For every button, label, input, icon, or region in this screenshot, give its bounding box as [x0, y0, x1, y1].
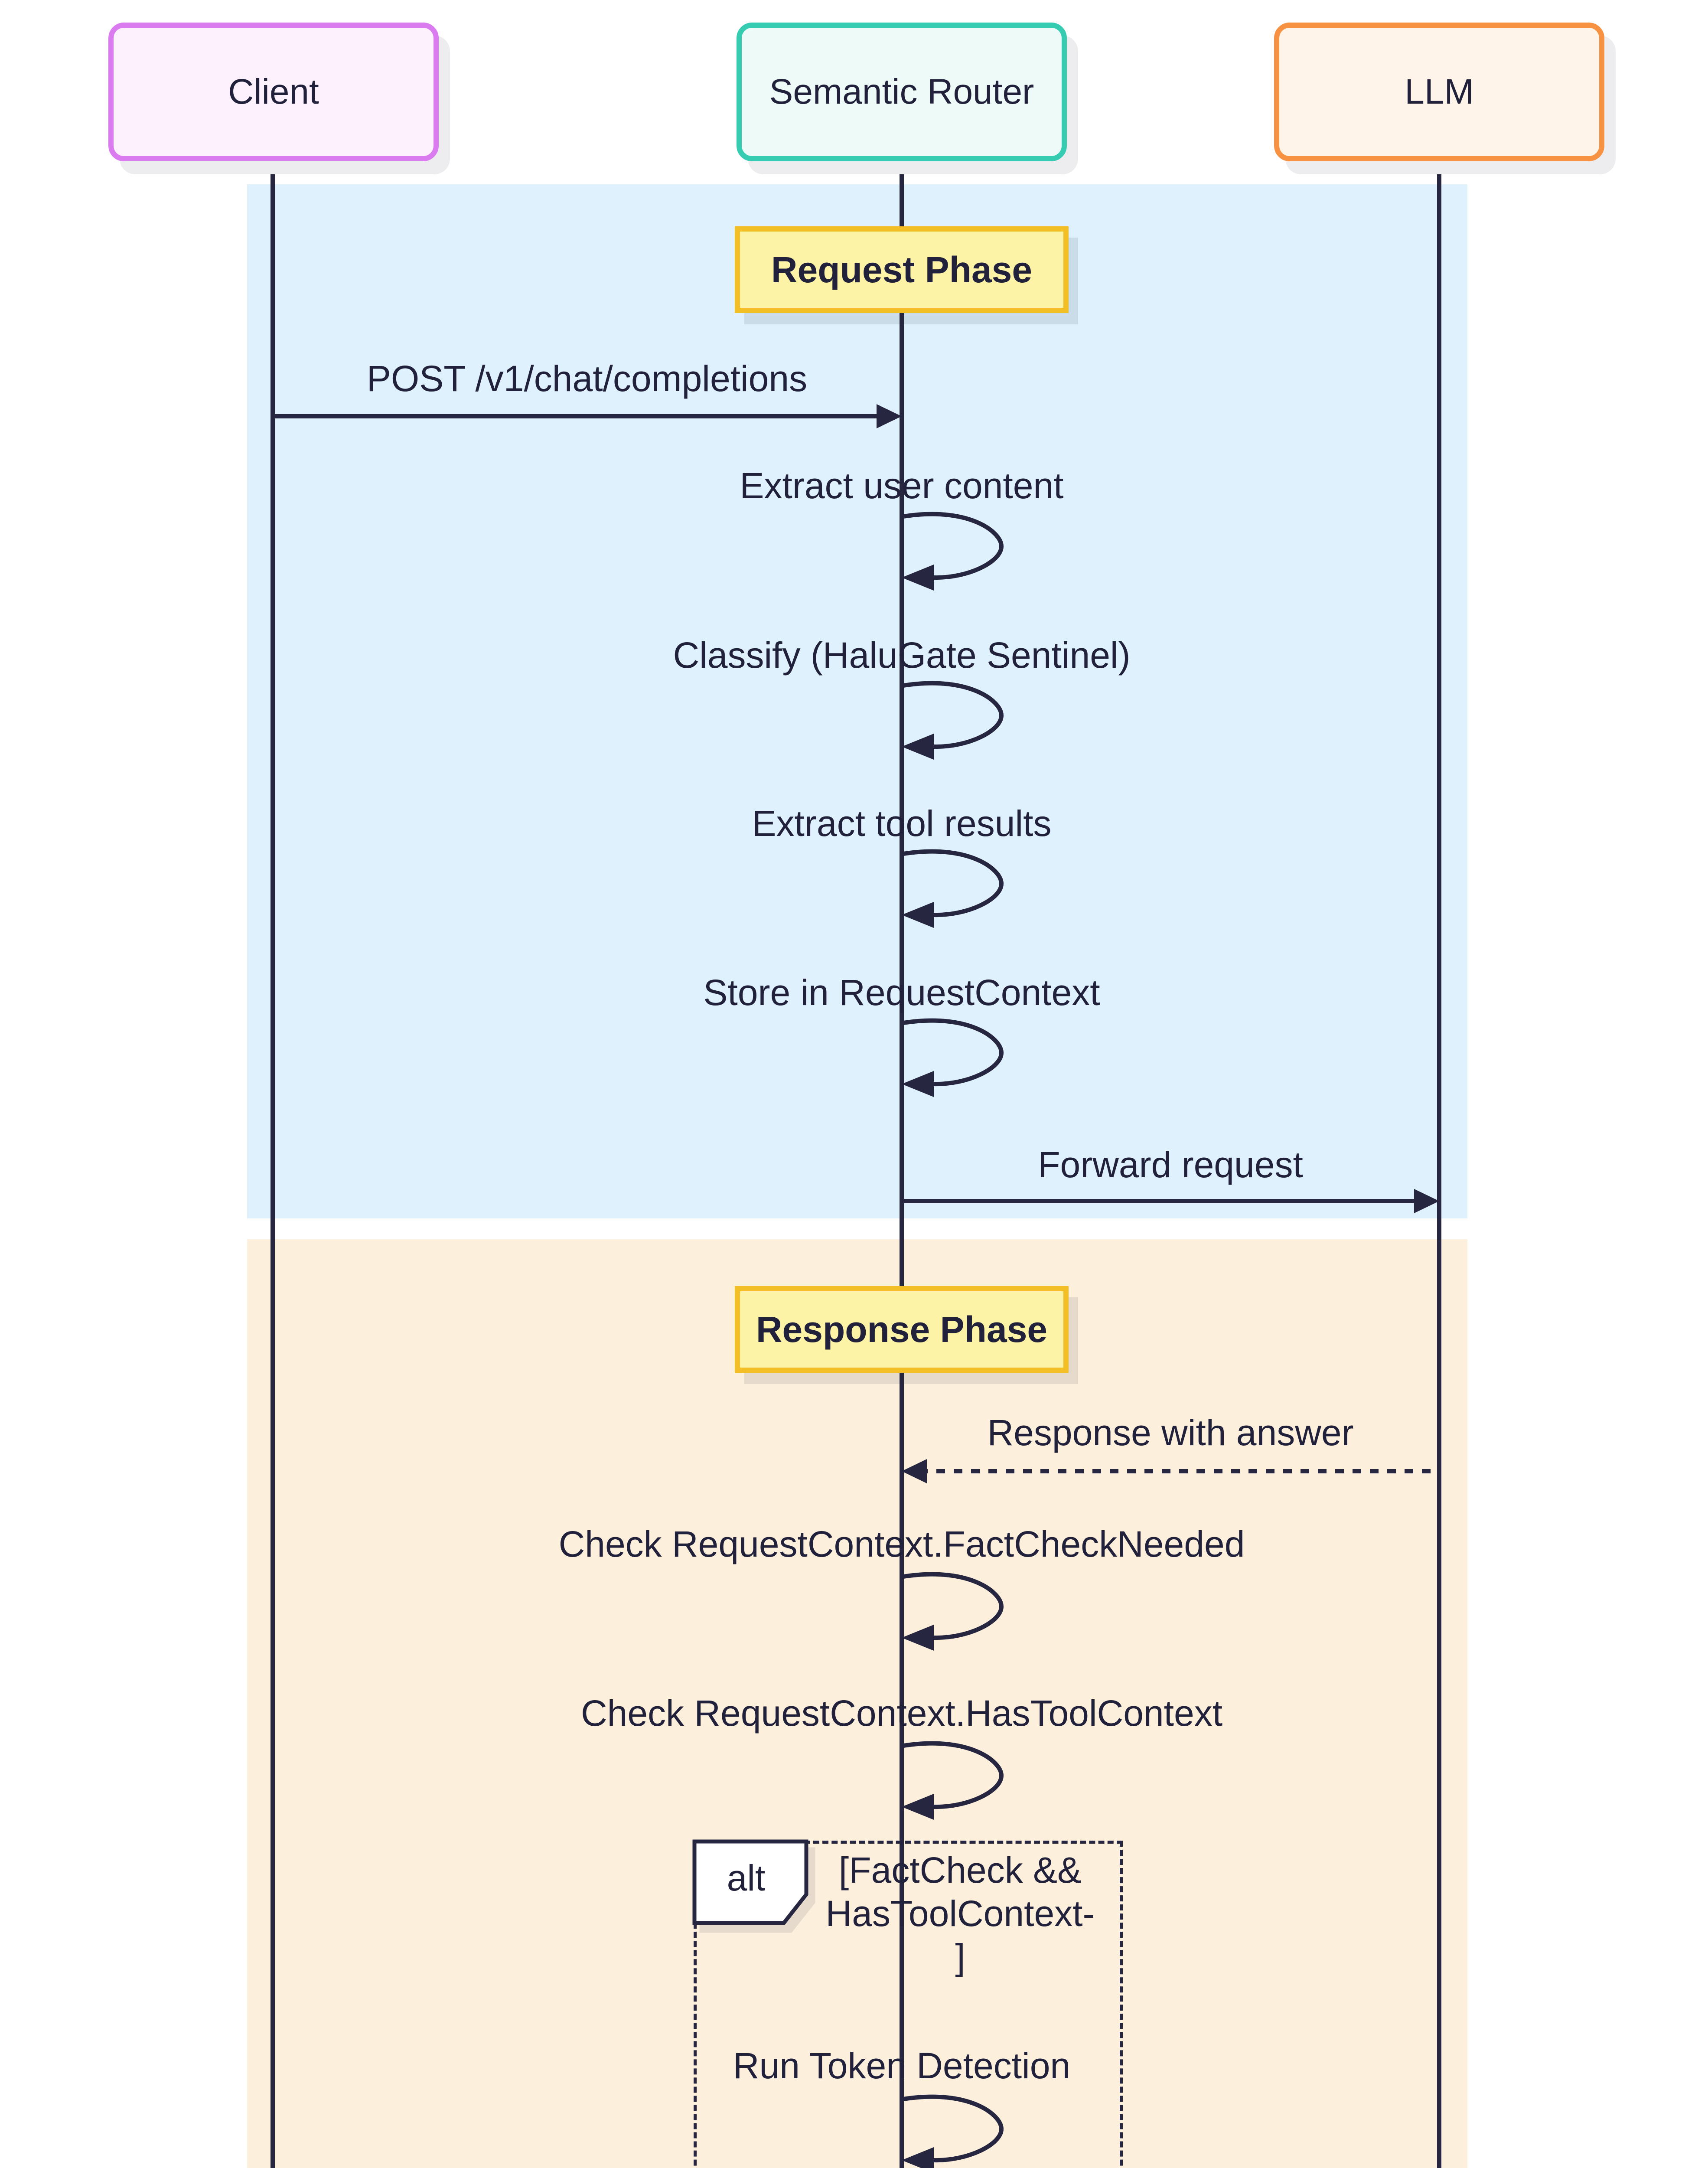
arrow-shaft [273, 414, 884, 418]
note-request-phase: Request Phase [735, 226, 1069, 313]
actor-box-client-top: Client [108, 23, 439, 161]
alt-condition-line: [FactCheck && [838, 1850, 1082, 1890]
message-label: Store in RequestContext [703, 972, 1100, 1013]
actor-box-semantic-router-top: Semantic Router [737, 23, 1067, 161]
alt-condition-line: HasToolContext- [825, 1893, 1095, 1934]
arrow-shaft [902, 1199, 1422, 1203]
message-label: Extract user content [740, 465, 1064, 506]
self-loop-arrow-icon [900, 512, 1004, 591]
self-loop-arrow-icon [900, 2094, 1004, 2168]
response-phase-band [247, 1239, 1467, 2168]
lifeline-llm [1437, 161, 1441, 2168]
arrowhead-right-icon [877, 404, 902, 428]
alt-condition-line: ] [955, 1936, 965, 1977]
message-label: POST /v1/chat/completions [366, 358, 808, 399]
message-label: Run Token Detection [733, 2045, 1071, 2086]
alt-condition-1: [FactCheck && HasToolContext- ] [743, 1848, 1177, 1979]
message-label: Check RequestContext.FactCheckNeeded [558, 1524, 1245, 1564]
message-arrow [902, 1182, 1439, 1221]
message-label: Check RequestContext.HasToolContext [580, 1693, 1223, 1734]
arrowhead-left-icon [902, 1459, 927, 1483]
actor-label: LLM [1405, 72, 1474, 111]
arrow-shaft [919, 1469, 1439, 1473]
actor-label: Client [228, 72, 319, 111]
alt-label-pentagon-icon [692, 1839, 808, 1925]
request-phase-band [247, 184, 1467, 1218]
message-label: Extract tool results [752, 803, 1052, 844]
note-response-phase: Response Phase [735, 1286, 1069, 1373]
message-arrow [273, 397, 902, 436]
arrowhead-right-icon [1414, 1189, 1439, 1213]
actor-box-llm-top: LLM [1274, 23, 1604, 161]
actor-label: Semantic Router [769, 72, 1034, 111]
lifeline-client [271, 161, 275, 2168]
message-label: Forward request [1038, 1144, 1303, 1185]
lifeline-semantic-router [900, 161, 904, 2168]
self-loop-arrow-icon [900, 1572, 1004, 1651]
self-loop-arrow-icon [900, 849, 1004, 928]
message-label: Classify (HaluGate Sentinel) [673, 635, 1131, 676]
alt-frame [694, 1841, 1123, 2168]
note-label: Response Phase [756, 1309, 1048, 1350]
note-label: Request Phase [771, 249, 1033, 290]
alt-label-box: alt [692, 1839, 809, 1926]
alt-label: alt [727, 1857, 766, 1898]
message-label: Response with answer [987, 1412, 1354, 1453]
message-arrow [902, 1452, 1439, 1491]
self-loop-arrow-icon [900, 1018, 1004, 1097]
self-loop-arrow-icon [900, 681, 1004, 760]
self-loop-arrow-icon [900, 1741, 1004, 1820]
